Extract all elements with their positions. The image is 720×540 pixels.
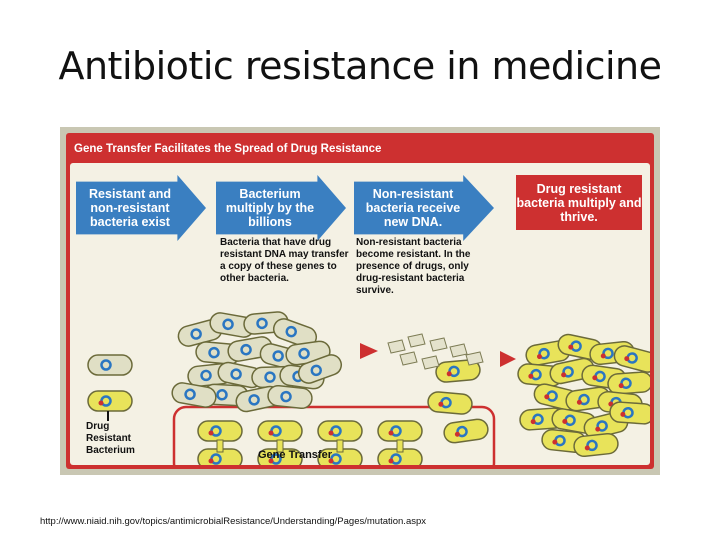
- figure-header: Gene Transfer Facilitates the Spread of …: [74, 143, 382, 155]
- slide-title: Antibiotic resistance in medicine: [58, 44, 662, 88]
- step-label-4: Drug resistant bacteria multiply and thr…: [516, 181, 642, 224]
- new-resistant-2: [427, 391, 473, 415]
- debris-fragment-3: [429, 337, 448, 352]
- figure-panel: Resistant and non-resistant bacteria exi…: [70, 163, 650, 465]
- bacterium-resistant: [87, 390, 133, 412]
- source-url: http://www.niaid.nih.gov/topics/antimicr…: [40, 516, 427, 527]
- new-resistant-3: [443, 418, 489, 444]
- step-arrow-2: Bacterium multiply by the billions: [216, 175, 346, 241]
- gene-transfer-figure: Gene Transfer Facilitates the Spread of …: [60, 127, 660, 475]
- step-arrow-1: Resistant and non-resistant bacteria exi…: [76, 175, 206, 241]
- flow-arrow-2: [500, 351, 516, 367]
- cluster-bacterium-17: [171, 382, 217, 408]
- debris-fragment-4: [449, 343, 468, 358]
- caption-drug-resistant: Drug Resistant Bacterium: [86, 421, 135, 456]
- thriving-bacterium-4: [613, 345, 650, 373]
- cluster-bacterium-10: [217, 361, 263, 389]
- step-label-1: Resistant and non-resistant bacteria exi…: [89, 187, 171, 229]
- debris-fragment-2: [407, 333, 426, 348]
- debris-fragment-6: [421, 355, 440, 370]
- bacterium-nonresistant: [87, 354, 133, 376]
- pilus-bridge-3: [336, 439, 344, 453]
- debris-fragment-5: [399, 351, 418, 366]
- thriving-bacterium-8: [607, 371, 650, 395]
- transfer-bacterium-2: [257, 420, 303, 442]
- step-label-2: Bacterium multiply by the billions: [225, 187, 315, 229]
- thriving-bacterium-15: [609, 401, 650, 425]
- pilus-bridge-4: [396, 439, 404, 453]
- debris-fragment-1: [387, 339, 406, 354]
- transfer-bacterium-3: [317, 420, 363, 442]
- cluster-bacterium-4: [272, 318, 318, 348]
- debris-fragment-7: [465, 351, 484, 366]
- figure-frame: Gene Transfer Facilitates the Spread of …: [66, 133, 654, 469]
- cluster-bacterium-16: [297, 354, 343, 384]
- bacteria-illustration: [87, 311, 650, 465]
- cluster-bacterium-15: [267, 384, 313, 410]
- transfer-bacterium-5: [197, 448, 243, 465]
- pilus-bridge-2: [276, 439, 284, 453]
- flow-arrow-1: [360, 343, 378, 359]
- transfer-bacterium-1: [197, 420, 243, 442]
- step-label-3: Non-resistant bacteria receive new DNA.: [365, 187, 461, 229]
- caption-survive: Non-resistant bacteria become resistant.…: [356, 237, 471, 296]
- step-box-4: Drug resistant bacteria multiply and thr…: [516, 175, 642, 230]
- step-arrow-3: Non-resistant bacteria receive new DNA.: [354, 175, 494, 241]
- transfer-bacterium-6: [257, 448, 303, 465]
- pilus-bridge-1: [216, 439, 224, 453]
- thriving-bacterium-17: [573, 432, 619, 458]
- caption-transfer: Bacteria that have drug resistant DNA ma…: [220, 237, 349, 284]
- caption-gene-transfer: Gene Transfer: [258, 449, 332, 461]
- gene-transfer-frame: [172, 405, 496, 465]
- transfer-bacterium-4: [377, 420, 423, 442]
